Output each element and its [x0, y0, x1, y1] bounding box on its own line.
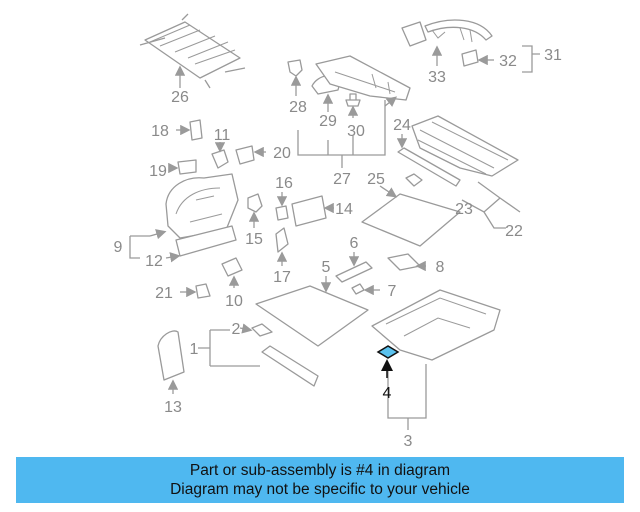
- callout-20: 20: [273, 145, 291, 162]
- callout-27: 27: [333, 171, 351, 188]
- caption-line-2: Diagram may not be specific to your vehi…: [170, 481, 470, 498]
- callout-33: 33: [428, 69, 446, 86]
- callout-22: 22: [505, 223, 523, 240]
- callout-23: 23: [455, 201, 473, 218]
- callout-labels: 1 2 3 4 5 6 7 8 9 10 11 12 13 14 15 16 1…: [114, 47, 562, 450]
- callout-14: 14: [335, 201, 353, 218]
- callout-32: 32: [499, 53, 517, 70]
- callout-6: 6: [350, 235, 359, 252]
- part-3-cargo-liner: [371, 289, 501, 430]
- caption-line-1: Part or sub-assembly is #4 in diagram: [189, 462, 451, 479]
- part-13-pillar-trim: [157, 330, 185, 394]
- part-6-8-brackets: [335, 252, 426, 296]
- callout-2: 2: [232, 321, 241, 338]
- part-22-24-tonneau: [396, 115, 521, 229]
- callout-7: 7: [388, 283, 397, 300]
- callout-26: 26: [171, 89, 189, 106]
- callout-1: 1: [190, 341, 199, 358]
- part-rear-panel: [315, 55, 411, 107]
- callout-5: 5: [322, 259, 331, 276]
- callout-10: 10: [225, 293, 243, 310]
- callout-31: 31: [544, 47, 562, 64]
- callout-13: 13: [164, 399, 182, 416]
- callout-4: 4: [383, 385, 392, 402]
- leader-27: [297, 100, 386, 168]
- part-28-30-clips: [287, 59, 361, 118]
- callout-17: 17: [273, 269, 291, 286]
- callout-12: 12: [145, 253, 163, 270]
- part-4-highlighted: [376, 345, 400, 378]
- callout-28: 28: [289, 99, 307, 116]
- callout-16: 16: [275, 175, 293, 192]
- part-25-floor-panel: [361, 185, 461, 247]
- callout-15: 15: [245, 231, 263, 248]
- part-9-12-side-trim: [129, 173, 239, 263]
- part-26-cargo-cover: [139, 13, 246, 89]
- part-5-cargo-floor: [255, 276, 369, 347]
- callout-8: 8: [436, 259, 445, 276]
- part-11-20-brackets: [168, 119, 266, 175]
- callout-18: 18: [151, 123, 169, 140]
- part-14-17-fasteners: [247, 192, 334, 266]
- callout-11: 11: [214, 127, 231, 144]
- callout-29: 29: [319, 113, 337, 130]
- callout-3: 3: [404, 433, 413, 450]
- part-1-2-sill: [198, 323, 319, 387]
- caption-bar: Part or sub-assembly is #4 in diagram Di…: [16, 457, 624, 503]
- part-31-33-trim-strip: [401, 19, 540, 73]
- part-10-21-clips: [180, 257, 243, 299]
- callout-9: 9: [114, 239, 123, 256]
- callout-19: 19: [149, 163, 167, 180]
- callout-21: 21: [155, 285, 173, 302]
- callout-24: 24: [393, 117, 411, 134]
- callout-30: 30: [347, 123, 365, 140]
- parts-diagram: 1 2 3 4 5 6 7 8 9 10 11 12 13 14 15 16 1…: [114, 13, 562, 450]
- callout-25: 25: [367, 171, 385, 188]
